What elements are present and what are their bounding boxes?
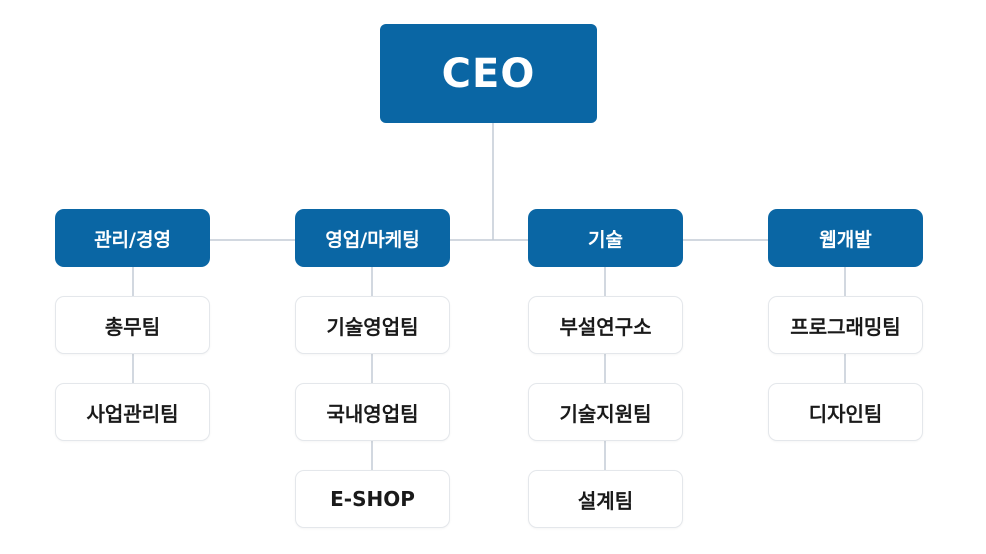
team-box: 사업관리팀 — [55, 383, 210, 441]
team-box: 프로그래밍팀 — [768, 296, 923, 354]
department-sales-marketing-box: 영업/마케팅 — [295, 209, 450, 267]
department-technology-box: 기술 — [528, 209, 683, 267]
team-box: 부설연구소 — [528, 296, 683, 354]
team-box: 기술지원팀 — [528, 383, 683, 441]
department-web-development-box: 웹개발 — [768, 209, 923, 267]
team-box: 기술영업팀 — [295, 296, 450, 354]
team-box: 국내영업팀 — [295, 383, 450, 441]
department-management-box: 관리/경영 — [55, 209, 210, 267]
team-box: 디자인팀 — [768, 383, 923, 441]
ceo-box: CEO — [380, 24, 597, 123]
team-box: 총무팀 — [55, 296, 210, 354]
team-box: E-SHOP — [295, 470, 450, 528]
team-box: 설계팀 — [528, 470, 683, 528]
